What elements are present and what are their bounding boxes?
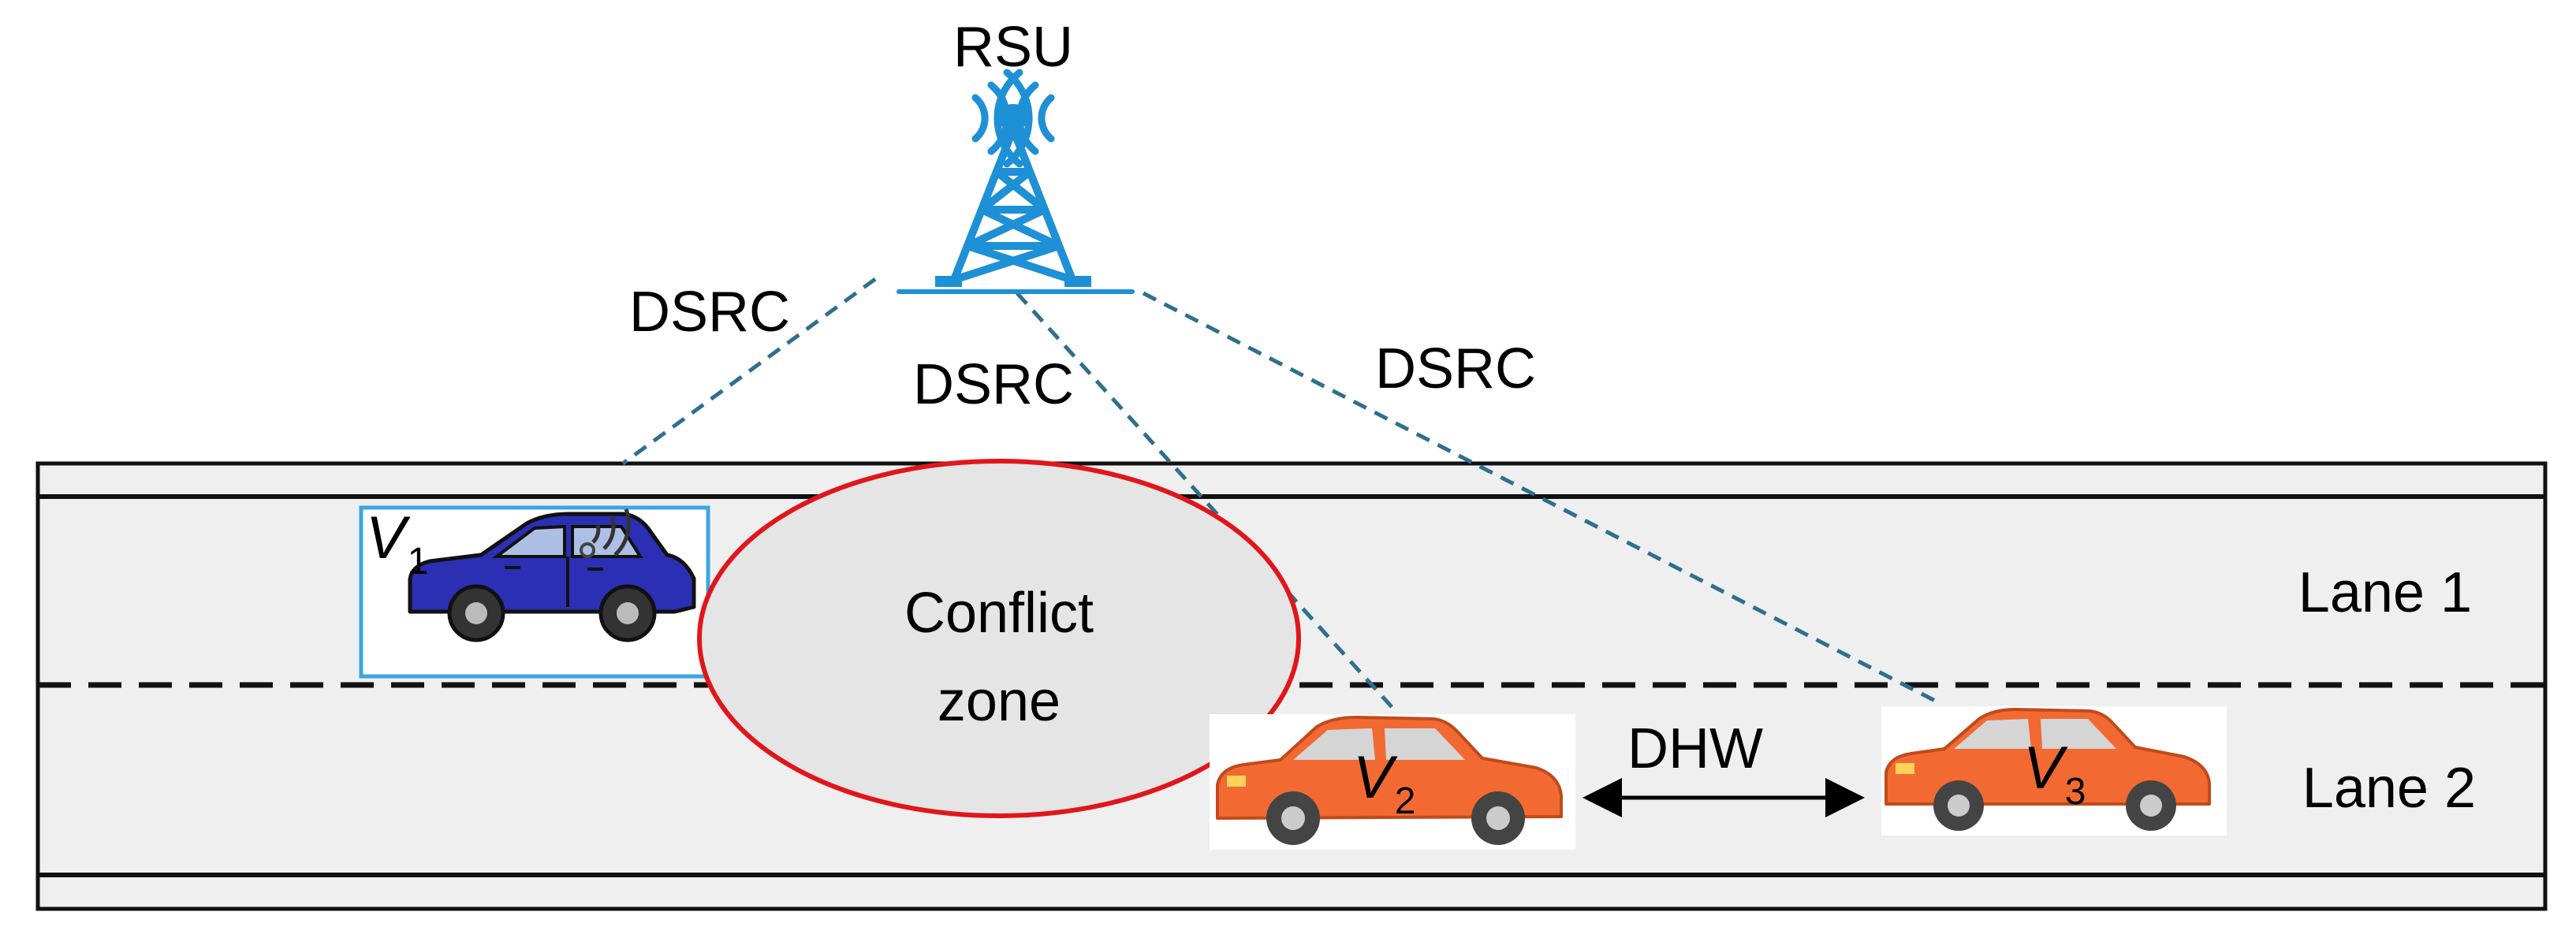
dsrc-label-v2: DSRC: [913, 353, 1074, 416]
v1-label: V1: [366, 504, 428, 583]
conflict-zone-line1: Conflict: [904, 582, 1094, 645]
dsrc-label-v1: DSRC: [629, 281, 790, 344]
lane1-label: Lane 1: [2298, 561, 2472, 624]
v3-car: [1884, 708, 2211, 831]
dsrc-label-v3: DSRC: [1375, 337, 1536, 400]
wifi-signal-icon: [591, 508, 631, 556]
headway-label: DHW: [1627, 717, 1763, 780]
conflict-zone: [697, 459, 1301, 818]
dsrc-link-v1: [621, 277, 877, 466]
conflict-zone-line2: zone: [938, 670, 1061, 733]
dsrc-links: [621, 277, 1941, 711]
v2-car: [1216, 716, 1563, 845]
v2-label: V2: [1353, 744, 1415, 822]
v1-car: [408, 508, 696, 642]
rsu-tower-icon: [897, 69, 1135, 294]
v3-label: V3: [2023, 735, 2086, 813]
lane2-label: Lane 2: [2302, 757, 2476, 820]
dsrc-link-v3: [1142, 291, 1941, 705]
rsu-label: RSU: [953, 16, 1073, 79]
